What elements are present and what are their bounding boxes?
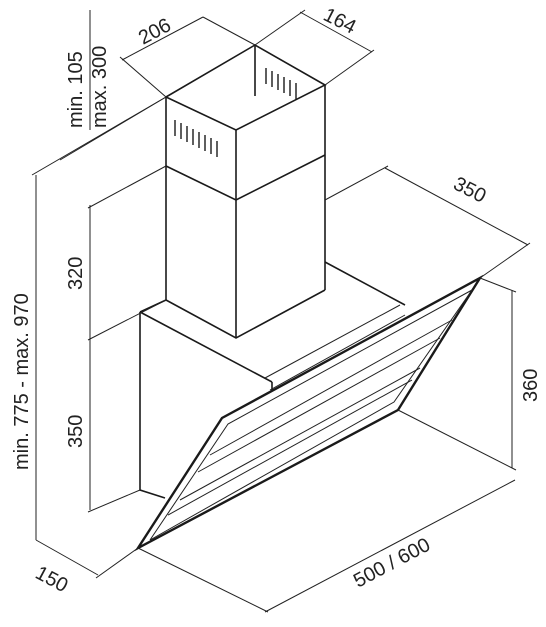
dim-label-depth-overall: 350: [450, 173, 490, 208]
dim-label-chimney-range-min: min. 105: [65, 51, 87, 128]
dim-label-width-top: 206: [135, 14, 175, 49]
vent-slots-right: [265, 68, 297, 99]
dim-label-chimney-range-max: max. 300: [89, 46, 111, 128]
vent-slots-left: [174, 120, 218, 157]
dim-label-depth-top: 164: [320, 4, 360, 39]
dim-label-total-height: min. 775 - max. 970: [11, 293, 33, 470]
dimension-lines: [31, 9, 531, 613]
hood-outline: [134, 44, 484, 552]
dim-label-lower-body: 350: [65, 415, 87, 448]
dim-label-depth-bottom: 150: [32, 562, 72, 597]
dim-label-glass-height: 360: [520, 369, 542, 402]
dim-label-width-bottom: 500 / 600: [350, 534, 434, 593]
dim-label-upper-chimney: 320: [65, 257, 87, 290]
